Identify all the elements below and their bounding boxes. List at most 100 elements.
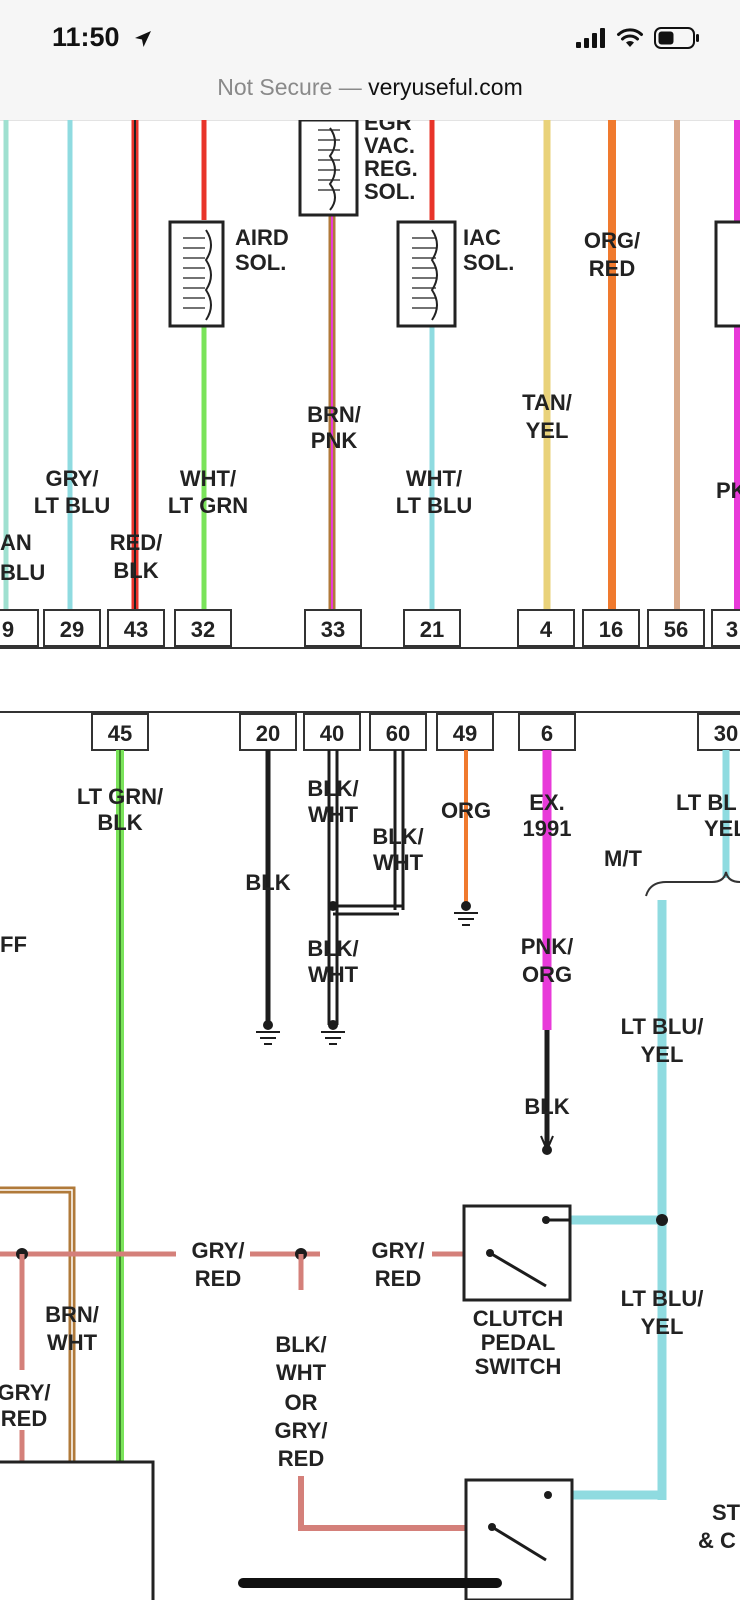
brn-wht-label-2: WHT (47, 1330, 98, 1355)
gry-red-label-2b: RED (375, 1266, 421, 1291)
pin-45: 45 (108, 721, 132, 746)
clutch-label-2: PEDAL (481, 1330, 556, 1355)
wiring-diagram[interactable]: EGR VAC. REG. SOL. AIRD SOL. IAC SOL. OR… (0, 120, 740, 1600)
gry-ltblu-label-1: GRY/ (46, 466, 99, 491)
pnk-org-label-2: ORG (522, 962, 572, 987)
lt-blu-yel-label-1b: YEL (641, 1042, 684, 1067)
pin-30: 30 (714, 721, 738, 746)
pin-29: 29 (60, 617, 84, 642)
cellular-signal-icon (576, 28, 605, 48)
lt-grn-blk-label-1: LT GRN/ (77, 784, 163, 809)
pin-16: 16 (599, 617, 623, 642)
top-connector: 9 29 43 32 33 21 4 16 56 3 (0, 609, 740, 649)
gry-red-label-1a: GRY/ (192, 1238, 245, 1263)
blk-wht-label-2a: BLK/ (372, 824, 423, 849)
location-arrow-icon (135, 31, 151, 47)
wht-ltgrn-label-1: WHT/ (180, 466, 236, 491)
pin-4: 4 (540, 617, 553, 642)
pin-49: 49 (453, 721, 477, 746)
ground-icon (321, 1020, 345, 1045)
blu-label: BLU (0, 560, 45, 585)
status-bar: 11:50 (0, 0, 740, 68)
gry-red-label-1b: RED (195, 1266, 241, 1291)
pnk-org-label-1: PNK/ (521, 934, 574, 959)
blk-wht-or-label-2: WHT (276, 1360, 327, 1385)
gry-red-label-3a: GRY/ (0, 1380, 50, 1405)
year-1991-label: 1991 (523, 816, 572, 841)
domain-label: veryuseful.com (368, 74, 523, 100)
org-red-label-2: RED (589, 256, 635, 281)
status-time: 11:50 (52, 22, 120, 52)
pin-6: 6 (541, 721, 553, 746)
tan-yel-label-1: TAN/ (522, 390, 572, 415)
brn-wht-label-1: BRN/ (45, 1302, 99, 1327)
bottom-connector: 45 20 40 60 49 6 30 (0, 711, 740, 751)
lower-wires (0, 1186, 668, 1531)
blk-wht-or-label-3: OR (285, 1390, 318, 1415)
pin-3: 3 (726, 617, 738, 642)
blk-wht-or-label-4: GRY/ (275, 1418, 328, 1443)
blk-wht-or-label-5: RED (278, 1446, 324, 1471)
battery-icon (654, 27, 699, 49)
ground-icon (256, 1020, 280, 1045)
st-label-2: & C (698, 1528, 736, 1553)
mt-label: M/T (604, 846, 642, 871)
pin-33: 33 (321, 617, 345, 642)
module-box-symbol (0, 1460, 155, 1600)
gry-ltblu-label-2: LT BLU (34, 493, 111, 518)
url-display[interactable]: Not Secure — veryuseful.com (0, 74, 740, 101)
pin-40: 40 (320, 721, 344, 746)
wht-ltgrn-label-2: LT GRN (168, 493, 248, 518)
pin-60: 60 (386, 721, 410, 746)
ground-icon (454, 901, 478, 926)
clutch-label-3: SWITCH (475, 1354, 562, 1379)
red-blk-label-1: RED/ (110, 530, 163, 555)
clutch-pedal-switch-symbol (462, 1204, 572, 1302)
an-label: AN (0, 530, 32, 555)
pin-32: 32 (191, 617, 215, 642)
middle-wire-labels: LT GRN/ BLK BLK BLK/ WHT BLK/ WHT BLK/ W… (0, 776, 740, 1339)
aird-solenoid-symbol (168, 220, 225, 328)
partial-solenoid-symbol (714, 220, 740, 328)
middle-wires (116, 750, 740, 1500)
iac-label-2: SOL. (463, 250, 514, 275)
lt-blu-yel-label-2a: LT BLU/ (621, 1286, 704, 1311)
blk-wht-label-3b: WHT (308, 962, 359, 987)
blk-wht-or-label-1: BLK/ (275, 1332, 326, 1357)
blk-label-2: BLK (524, 1094, 569, 1119)
lt-blu-yel-label-2b: YEL (641, 1314, 684, 1339)
iac-solenoid-symbol (396, 220, 457, 328)
gry-red-label-2a: GRY/ (372, 1238, 425, 1263)
ground-symbols (256, 901, 554, 1155)
pin-9: 9 (2, 617, 14, 642)
blk-wht-label-2b: WHT (373, 850, 424, 875)
st-label-1: ST (712, 1500, 740, 1525)
top-wires (3, 120, 740, 610)
home-indicator[interactable] (238, 1578, 502, 1588)
org-red-label-1: ORG/ (584, 228, 640, 253)
url-separator: — (338, 74, 362, 100)
egr-label-3: REG. (364, 156, 418, 181)
gry-red-label-3b: RED (1, 1406, 47, 1431)
brn-pnk-label-1: BRN/ (307, 402, 361, 427)
clutch-label-1: CLUTCH (473, 1306, 563, 1331)
wht-ltblu-label-2: LT BLU (396, 493, 473, 518)
org-label: ORG (441, 798, 491, 823)
pk-label: PK (716, 478, 740, 503)
aird-label-1: AIRD (235, 225, 289, 250)
ground-icon (540, 1135, 554, 1155)
blk-wht-label-1a: BLK/ (307, 776, 358, 801)
pin-43: 43 (124, 617, 148, 642)
security-label: Not Secure (217, 74, 333, 100)
egr-label-4: SOL. (364, 179, 415, 204)
egr-label-1: EGR (364, 120, 412, 135)
red-blk-label-2: BLK (113, 558, 158, 583)
lt-blu-yel-label-1a: LT BLU/ (621, 1014, 704, 1039)
egr-solenoid-symbol (298, 120, 359, 217)
lower-wire-labels: GRY/ RED GRY/ RED BRN/ WHT GRY/ RED BLK/… (0, 1238, 740, 1553)
blk-wht-label-1b: WHT (308, 802, 359, 827)
pin-56: 56 (664, 617, 688, 642)
address-bar[interactable]: Not Secure — veryuseful.com (0, 68, 740, 121)
wifi-icon (617, 28, 643, 47)
iac-label-1: IAC (463, 225, 501, 250)
